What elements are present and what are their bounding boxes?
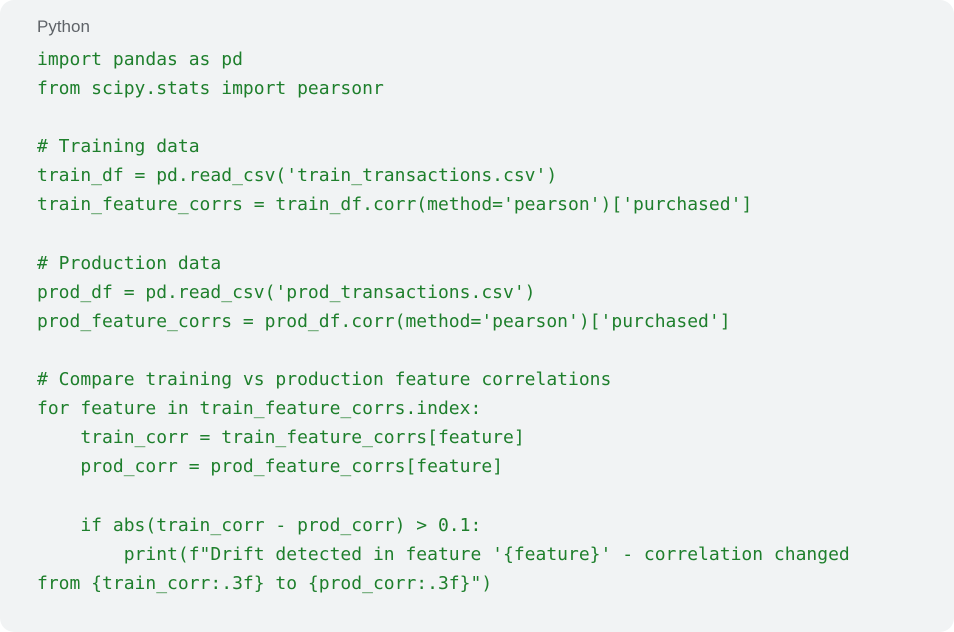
code-line: train_df = pd.read_csv('train_transactio…: [37, 165, 558, 187]
code-line: # Compare training vs production feature…: [37, 369, 612, 391]
code-line: [37, 220, 850, 249]
code-line: [37, 103, 850, 132]
code-line: # Production data: [37, 252, 222, 274]
code-language-label: Python: [37, 17, 90, 36]
code-line: from scipy.stats import pearsonr: [37, 78, 384, 100]
code-content[interactable]: import pandas as pd from scipy.stats impo…: [37, 45, 850, 598]
code-line: from {train_corr:.3f} to {prod_corr:.3f}…: [37, 572, 493, 594]
code-line: if abs(train_corr - prod_corr) > 0.1:: [37, 514, 482, 536]
code-line: # Training data: [37, 136, 200, 158]
code-line: [37, 481, 850, 510]
code-line: import pandas as pd: [37, 49, 243, 70]
code-line: train_corr = train_feature_corrs[feature…: [37, 427, 525, 449]
code-line: train_feature_corrs = train_df.corr(meth…: [37, 194, 753, 216]
code-line: prod_feature_corrs = prod_df.corr(method…: [37, 310, 731, 332]
code-line: print(f"Drift detected in feature '{feat…: [37, 543, 850, 565]
code-line: prod_df = pd.read_csv('prod_transactions…: [37, 281, 536, 303]
code-line: for feature in train_feature_corrs.index…: [37, 398, 482, 420]
code-line: prod_corr = prod_feature_corrs[feature]: [37, 456, 503, 478]
code-line: [37, 336, 850, 365]
